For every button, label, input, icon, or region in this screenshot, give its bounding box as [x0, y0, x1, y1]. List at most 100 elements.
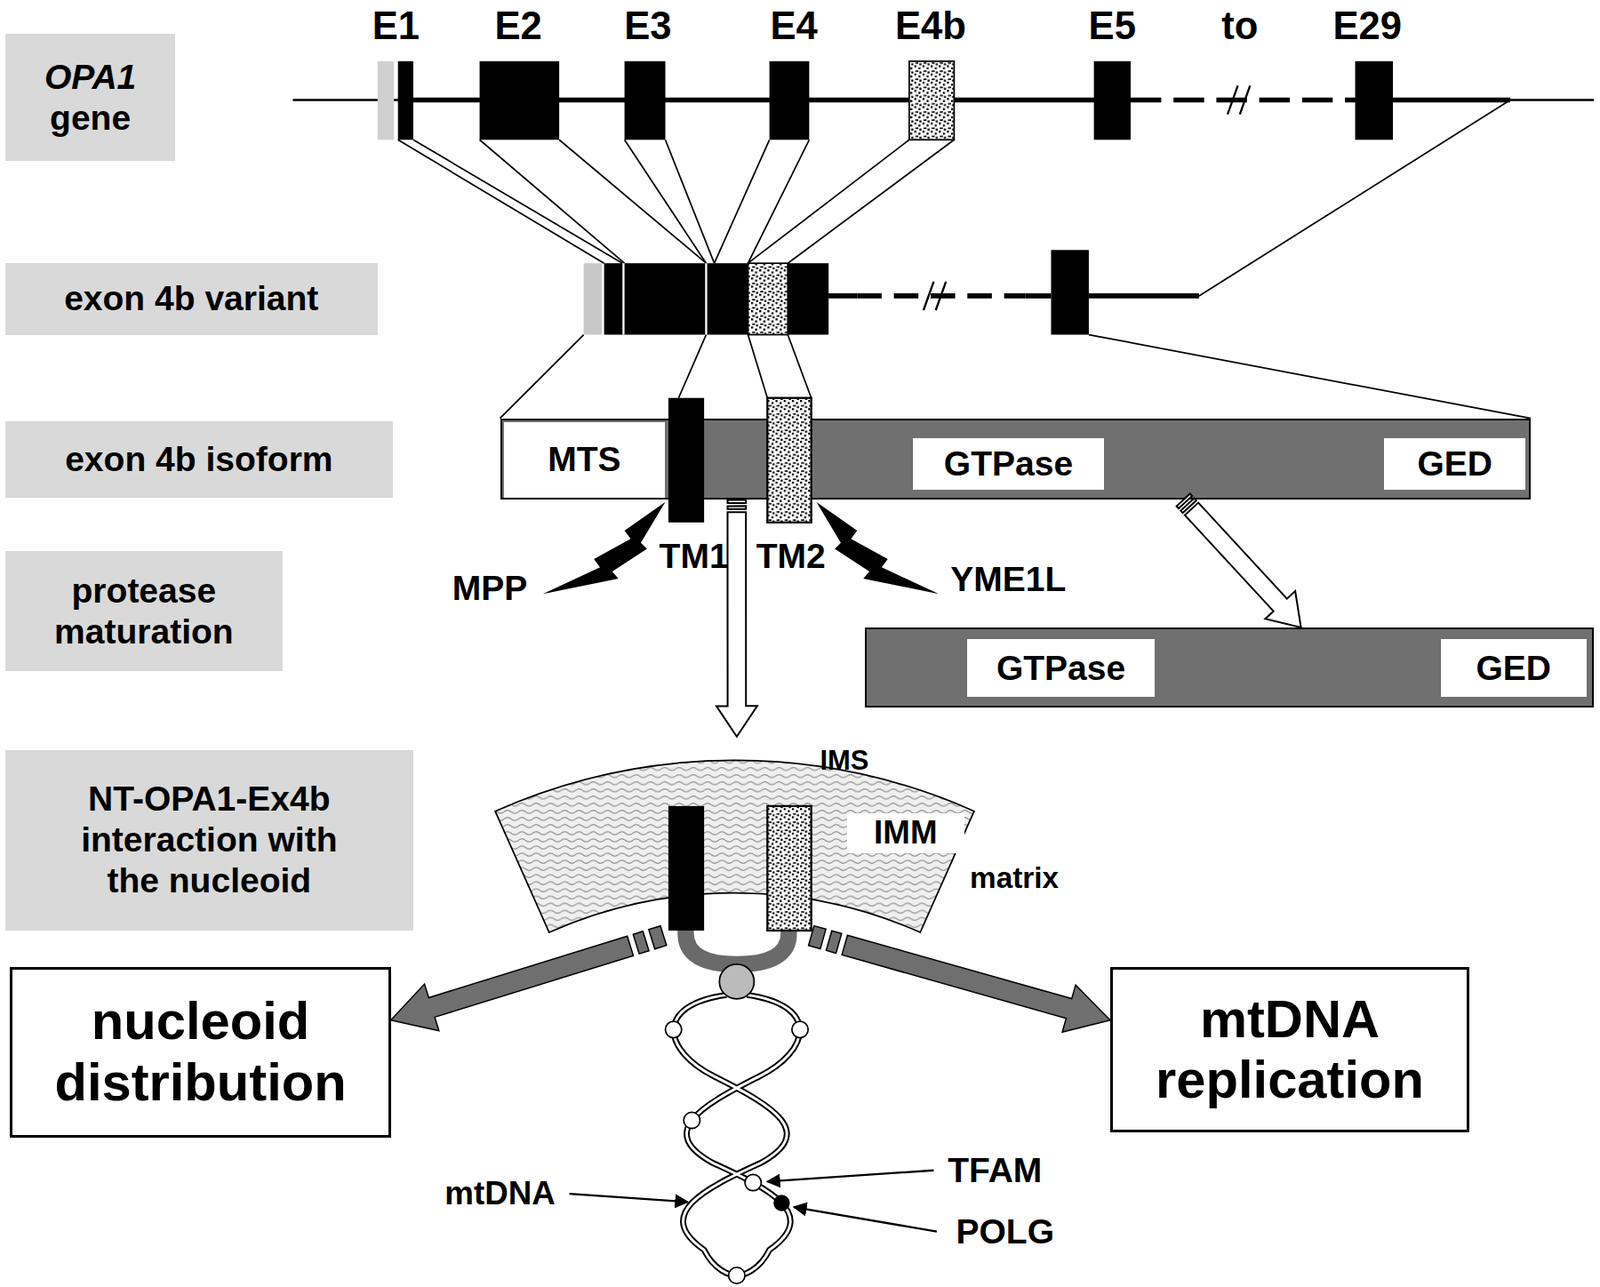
- node-text: GED: [1384, 438, 1525, 489]
- tm1-segment: [668, 398, 704, 523]
- block-arrow: [391, 926, 667, 1032]
- exon-junction: [622, 263, 624, 335]
- exon-block: [1094, 61, 1131, 140]
- leader-line: [793, 1207, 937, 1232]
- part-label: E1: [372, 3, 420, 48]
- exon-block: [1355, 61, 1393, 140]
- splice-line: [787, 139, 954, 264]
- tm2-segment: [767, 806, 811, 931]
- alt-exon-block: [747, 263, 788, 335]
- part-label: E4b: [895, 3, 967, 48]
- protein-details: [543, 398, 939, 1284]
- exon-block: [480, 61, 560, 140]
- inner-membrane: IMSIMMmatrix: [489, 736, 1077, 936]
- outcome-box: mtDNA replication: [1110, 967, 1470, 1133]
- connector-layer: [391, 493, 1302, 1032]
- row-label-box: OPA1gene: [5, 33, 176, 161]
- splice-line: [714, 139, 770, 264]
- node-text: GTPase: [967, 639, 1155, 696]
- tfam-dot: [728, 1267, 745, 1284]
- exon-junction: [704, 263, 707, 335]
- splice-line: [1199, 100, 1511, 296]
- protease-bolt: [816, 502, 939, 594]
- exon-block: [1050, 249, 1088, 335]
- splice-line: [624, 139, 707, 264]
- translation-line: [1088, 335, 1531, 419]
- node-text: OPA1: [44, 56, 136, 98]
- exon-block: [398, 61, 414, 140]
- polg-dot: [773, 1194, 790, 1211]
- node-text: GTPase: [912, 438, 1104, 489]
- mrna-line: [1025, 293, 1052, 299]
- splice-line: [559, 139, 706, 264]
- part-label: mtDNA: [444, 1175, 555, 1213]
- mrna-line: [828, 293, 857, 299]
- mrna-line: [1088, 293, 1200, 299]
- tfam-dot: [744, 1174, 761, 1191]
- translation-lines: [500, 335, 1531, 419]
- break-mark: [923, 281, 934, 311]
- node-text: nucleoid distribution: [21, 991, 381, 1113]
- node-text: exon 4b isoform: [64, 439, 333, 480]
- tm2-segment: [767, 398, 811, 523]
- mrna-exons: [787, 263, 829, 335]
- leader-line: [569, 1193, 688, 1202]
- protein-bar: MTS GTPase GED: [500, 418, 1531, 501]
- part-label: E29: [1332, 3, 1402, 48]
- anchor-point: [719, 964, 754, 1000]
- alt-exon-block: [909, 61, 955, 140]
- row-label-box: exon 4b variant: [5, 263, 378, 335]
- part-label: E2: [494, 3, 542, 48]
- tfam-dot: [664, 1021, 681, 1038]
- break-mark: [1240, 85, 1250, 114]
- protease-bolt: [543, 502, 666, 594]
- node-text: GED: [1440, 639, 1587, 696]
- part-label: to: [1221, 3, 1258, 48]
- node-text: IMM: [847, 813, 965, 854]
- mtdna-strand-core: [673, 994, 787, 1276]
- mrna-exons: [604, 263, 749, 335]
- tfam-dot: [792, 1021, 808, 1038]
- break-mark: [936, 281, 946, 311]
- exon-block: [769, 61, 810, 140]
- splice-line: [413, 139, 623, 264]
- node-text: gene: [49, 97, 131, 139]
- membrane-shape: [489, 736, 1077, 936]
- translation-line: [500, 335, 584, 419]
- utr-exon: [584, 263, 603, 335]
- tm1-segment: [668, 806, 704, 931]
- outcome-box: nucleoid distribution: [9, 967, 391, 1138]
- node-text: exon 4b variant: [64, 278, 319, 320]
- gene-flank: [1510, 98, 1594, 101]
- node-text: mtDNA replication: [1120, 989, 1459, 1112]
- intron-line: [1392, 97, 1511, 104]
- splice-line: [664, 139, 714, 264]
- hollow-arrow: [1176, 493, 1302, 628]
- splice-line: [480, 139, 625, 264]
- tfam-dot: [683, 1112, 700, 1128]
- mtdna-strand: [673, 994, 787, 1276]
- node-text: MTS: [504, 422, 665, 498]
- translation-line: [747, 335, 768, 399]
- part-label: E4: [769, 3, 817, 48]
- part-label: TFAM: [947, 1151, 1042, 1191]
- part-label: TM1: [659, 536, 729, 576]
- splice-line: [747, 139, 909, 264]
- leader-line: [767, 1170, 934, 1183]
- row-label-box: NT-OPA1-Ex4b interaction with the nucleo…: [5, 750, 414, 931]
- gene-structure: [292, 61, 1594, 419]
- translation-line: [787, 335, 811, 399]
- row-label-box: exon 4b isoform: [5, 421, 393, 498]
- block-arrow: [808, 926, 1111, 1033]
- hollow-arrow: [716, 499, 758, 736]
- part-label: TM2: [756, 536, 826, 576]
- row-label-box: protease maturation: [5, 551, 283, 672]
- break-mark: [1227, 85, 1238, 114]
- membrane-band: [495, 760, 975, 933]
- node-text: matrix: [957, 860, 1072, 896]
- splice-line: [747, 139, 809, 264]
- part-label: MPP: [452, 568, 528, 608]
